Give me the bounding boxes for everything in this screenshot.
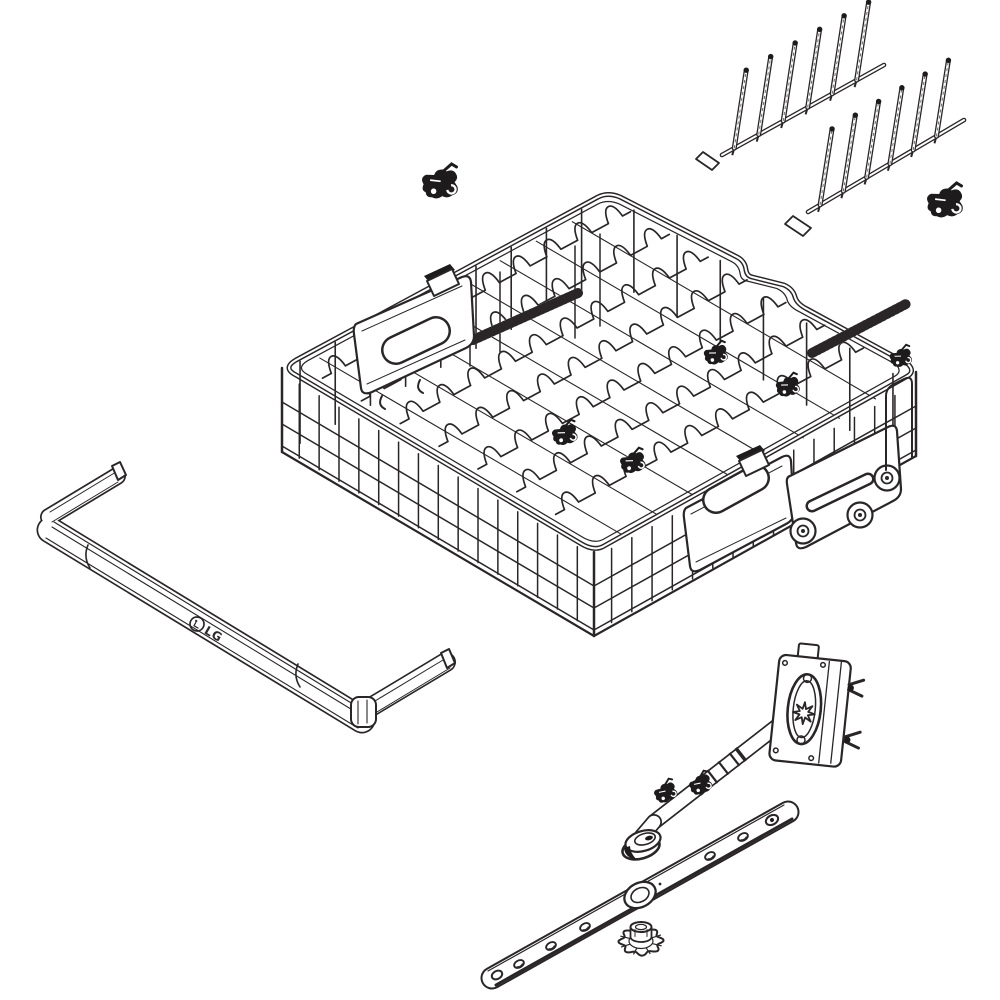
tine-texture — [807, 29, 821, 108]
tine-texture — [856, 2, 870, 81]
slide-rail-right-hatch — [807, 299, 911, 358]
tine-row-front — [784, 57, 967, 237]
tine-loop-wire — [438, 273, 748, 448]
tine-loop-wire — [515, 318, 826, 493]
tine-loop-row — [554, 341, 865, 516]
tine-row-rear — [695, 0, 887, 171]
spray-arm — [480, 800, 800, 990]
tube-rib — [728, 752, 741, 767]
nut-rib — [620, 935, 630, 940]
tine-cap — [768, 53, 774, 60]
nut-hex-top — [629, 921, 653, 933]
tine-loop-row — [515, 318, 826, 493]
spray-arm-nut — [617, 921, 665, 957]
nut-rib — [632, 947, 638, 955]
tine-texture — [782, 42, 796, 122]
tine-loop-wire — [399, 250, 709, 425]
tine-texture — [866, 101, 880, 178]
tine-cap — [899, 85, 905, 91]
tube-rib — [706, 769, 719, 784]
lg-emblem-icon — [189, 616, 205, 632]
tube-rib — [734, 746, 748, 763]
tine-cap — [922, 71, 928, 77]
tine-texture — [889, 87, 903, 164]
tine-texture — [819, 128, 833, 205]
nut-rib — [651, 934, 662, 939]
basket-rim-inner — [300, 200, 900, 542]
tine-cap — [841, 13, 847, 19]
nut-rib — [645, 947, 651, 955]
basket-rim-highlight — [287, 193, 913, 550]
tine-loop-row — [477, 296, 787, 470]
tine-loop-row — [399, 250, 709, 425]
tine-cap — [816, 26, 823, 33]
tube-rib — [717, 760, 730, 776]
tine-loop-wire — [477, 296, 787, 470]
rack-roller — [789, 517, 817, 545]
tine-texture — [842, 115, 856, 192]
basket-corner-frame — [885, 376, 913, 471]
bracket-gear-icon — [791, 701, 816, 725]
spray-arm-end-hole — [764, 813, 780, 827]
feed-tube-elbow — [621, 829, 662, 861]
upper-rack-basket — [280, 192, 918, 638]
adjuster-latch-top — [424, 264, 455, 282]
bracket-side-clip — [843, 730, 862, 750]
handle-corner-cap — [350, 696, 377, 728]
handle-end-cap — [440, 648, 456, 669]
roller-assembly — [785, 424, 903, 550]
tine-cap — [865, 0, 872, 5]
spray-arm-hub — [623, 880, 657, 910]
retainer-clip-left — [418, 161, 462, 202]
tine-cap — [792, 40, 798, 46]
tine-cap — [743, 67, 749, 73]
tine-texture — [733, 70, 747, 149]
floor-wire — [499, 259, 805, 439]
wire-clip — [616, 445, 649, 477]
handle-end-cap — [111, 461, 127, 481]
tine-texture — [758, 56, 772, 135]
rack-roller — [846, 501, 874, 529]
height-adjuster-left — [352, 264, 476, 410]
nut-rib — [652, 942, 662, 947]
slide-rail-left-hatch — [468, 288, 583, 345]
tine-cap — [945, 57, 952, 64]
tine-cap — [829, 126, 835, 132]
spray-arm-tip-hole — [490, 969, 504, 981]
tine-loop-wire — [554, 341, 865, 516]
height-adjuster-right — [682, 445, 796, 573]
tine-loop-row — [438, 273, 748, 448]
retainer-clip-right — [923, 180, 967, 221]
bracket-side-clip — [847, 678, 866, 698]
nut-rib — [620, 943, 631, 948]
tube-mounting-bracket — [768, 642, 866, 768]
tine-texture — [935, 60, 949, 137]
wire-clip — [700, 339, 731, 368]
tine-texture — [912, 73, 926, 151]
tine-cap — [875, 98, 882, 105]
tine-texture — [831, 15, 845, 94]
water-feed-tube — [621, 642, 866, 861]
tine-cap — [852, 112, 859, 118]
front-handle-trim: LG — [36, 461, 456, 734]
